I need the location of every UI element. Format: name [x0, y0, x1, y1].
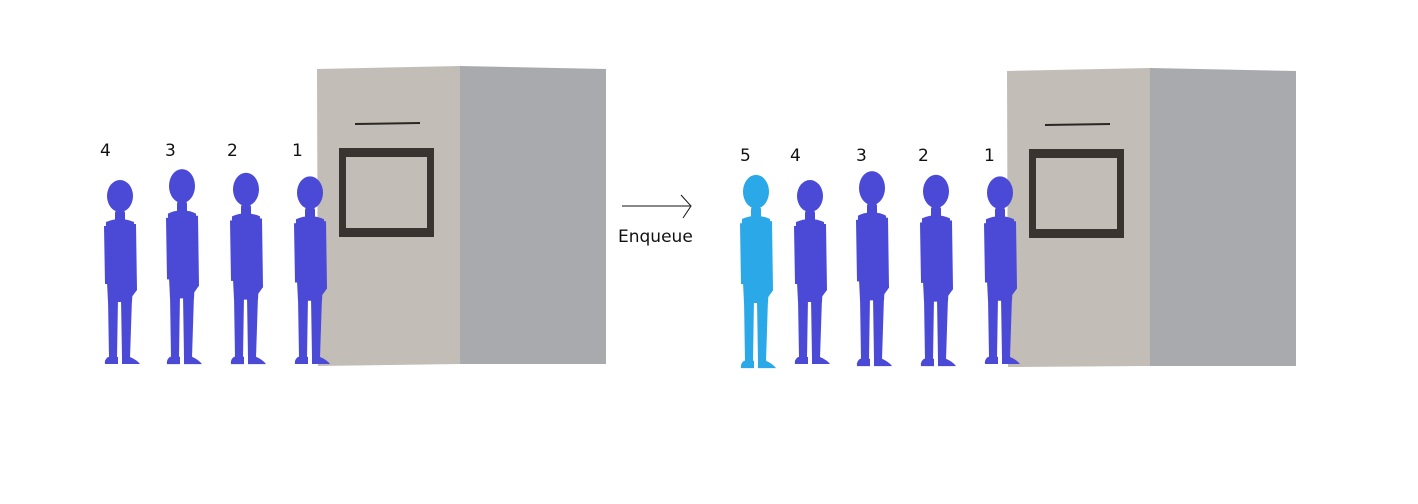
label-before-3: 3 [165, 141, 176, 161]
queue-after: 5 4 3 2 1 [740, 146, 1020, 369]
label-after-1: 1 [984, 146, 995, 166]
person-after-4 [794, 180, 830, 364]
booth-window-glass [1036, 158, 1117, 229]
label-before-1: 1 [292, 141, 303, 161]
before-scene: 4 3 2 1 [100, 66, 606, 366]
person-after-5-new [740, 174, 776, 369]
arrow-head-icon [680, 194, 692, 219]
label-before-4: 4 [100, 141, 111, 161]
operation-label: Enqueue [618, 227, 693, 247]
after-scene: 5 4 3 2 1 [740, 68, 1296, 369]
enqueue-operation: Enqueue [618, 194, 693, 247]
booth-before [317, 66, 606, 366]
person-after-3 [856, 171, 892, 367]
label-after-5: 5 [740, 146, 751, 166]
queue-before: 4 3 2 1 [100, 141, 330, 365]
person-before-2 [230, 172, 266, 365]
booth-window-glass [346, 157, 427, 228]
label-after-4: 4 [790, 146, 801, 166]
person-before-3 [166, 169, 202, 365]
person-after-2 [920, 174, 956, 367]
label-after-3: 3 [856, 146, 867, 166]
booth-slot [1044, 123, 1111, 126]
person-before-4 [104, 180, 140, 364]
label-after-2: 2 [918, 146, 929, 166]
booth-after [1007, 68, 1296, 367]
booth-side-face [460, 66, 606, 364]
label-before-2: 2 [227, 141, 238, 161]
booth-side-face [1150, 68, 1296, 366]
booth-slot [354, 122, 421, 125]
